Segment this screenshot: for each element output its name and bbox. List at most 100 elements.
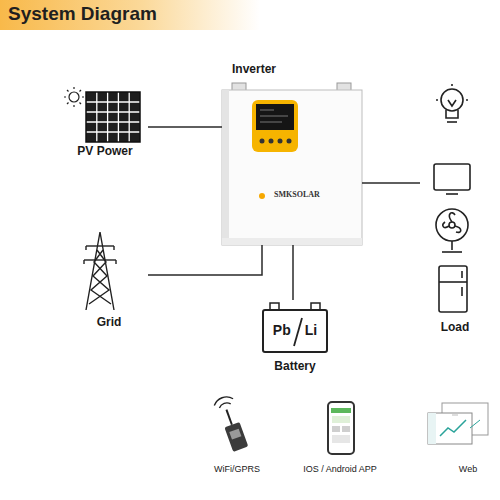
- node-label: PV Power: [77, 144, 132, 158]
- grid-tower-part: [84, 259, 116, 260]
- phone-app-part: [342, 426, 350, 432]
- load-icons: [434, 84, 470, 312]
- phone-app: [328, 402, 354, 454]
- battery-icon-part: [294, 318, 302, 346]
- load-icons-part: [447, 121, 457, 123]
- solar-panel-part-part: [86, 101, 140, 102]
- caption-label: Web: [459, 464, 477, 475]
- inverter-unit-part: [259, 193, 265, 199]
- title-band: [0, 0, 260, 30]
- connector-line: [148, 245, 262, 275]
- battery-node: PbLiBattery: [255, 300, 335, 378]
- solar-panel: [64, 87, 140, 142]
- solar-panel-part-part: [73, 105, 74, 107]
- battery-icon-part: [270, 303, 279, 310]
- solar-panel-part-part: [80, 103, 82, 105]
- inverter-unit-part: [260, 139, 265, 144]
- grid-tower-part: [86, 232, 114, 310]
- inverter-unit-part: [260, 110, 288, 122]
- load-icons-part: [442, 251, 462, 253]
- load-icons-part: [451, 241, 453, 250]
- connector-line: [362, 182, 420, 184]
- text-row: Grid: [70, 315, 148, 329]
- solar-panel-part-part: [82, 96, 84, 97]
- text-row: Load: [420, 320, 490, 334]
- wifi-module-part-part: [224, 422, 248, 452]
- web-screens-part: [470, 420, 480, 428]
- solar-panel-part-part: [69, 92, 79, 102]
- node-label: Inverter: [232, 62, 276, 76]
- node-label: Li: [305, 322, 317, 339]
- node-label: Battery: [274, 359, 315, 373]
- phone-app-part: [332, 435, 350, 443]
- grid-tower-part: [85, 246, 86, 250]
- inverter-unit-part-part: [260, 116, 288, 117]
- text-row: SMKSOLAR: [222, 190, 362, 200]
- text-row: PbLi: [255, 322, 335, 339]
- solar-panel-part-part: [67, 90, 69, 92]
- phone-app-part: [331, 408, 351, 413]
- solar-panel-part-part: [86, 131, 140, 132]
- battery-icon-part: [311, 303, 320, 310]
- label-holder: IOS / Android APP: [303, 464, 377, 475]
- inverter-unit-part: [252, 100, 298, 152]
- text-row: Inverter: [222, 62, 362, 76]
- load-icons-part: [439, 281, 467, 283]
- load-icons-part: [466, 99, 468, 101]
- grid-tower-part: [113, 246, 114, 250]
- phone-app-part: [332, 416, 350, 423]
- wifi-module-part-part: [229, 429, 241, 440]
- inverter-unit: [222, 83, 362, 245]
- label-holder: Web: [459, 464, 477, 475]
- text-row: Battery: [255, 359, 335, 373]
- load-icons-part: [439, 266, 467, 312]
- load-node: Load: [420, 80, 490, 342]
- load-icons-part: [434, 164, 470, 190]
- connector-line: [292, 245, 294, 300]
- connector-line: [148, 126, 222, 128]
- load-icons-part: [449, 222, 455, 228]
- solar-panel-part-part: [129, 92, 130, 142]
- load-icons-part: [446, 110, 458, 118]
- grid-tower-part: [86, 245, 114, 246]
- solar-panel-part-part: [86, 121, 140, 122]
- inverter-unit-part: [287, 139, 292, 144]
- solar-panel-part-part: [64, 96, 66, 97]
- grid-tower-part: [89, 250, 111, 304]
- solar-panel-part: [86, 92, 140, 142]
- load-icons-part: [441, 89, 463, 111]
- web-screens-part: [428, 413, 472, 444]
- load-icons-part: [446, 193, 458, 195]
- title-holder: System Diagram: [8, 3, 157, 26]
- caption-label: IOS / Android APP: [303, 464, 377, 475]
- solar-panel-part-part: [80, 90, 82, 92]
- load-icons-part: [461, 287, 463, 296]
- inverter-unit-part: [269, 139, 274, 144]
- node-label: Grid: [97, 315, 122, 329]
- inverter-unit-part: [256, 104, 294, 130]
- inverter-unit-part-part: [260, 110, 274, 111]
- inverter-unit-part: [222, 90, 362, 245]
- wifi-module: [213, 394, 251, 452]
- load-icons-part: [461, 271, 463, 278]
- inverter-node: InverterSMKSOLAR: [222, 60, 362, 245]
- solar-panel-part-part: [86, 111, 140, 112]
- grid-tower: [84, 232, 116, 310]
- inverter-unit-part: [222, 90, 229, 245]
- load-icons-part: [436, 99, 438, 101]
- solar-panel-part-part: [96, 92, 97, 142]
- inverter-unit-part: [278, 139, 283, 144]
- node-label: Load: [441, 320, 470, 334]
- grid-tower-part: [83, 260, 84, 264]
- grid-node: Grid: [70, 230, 148, 332]
- load-icons-part: [436, 209, 468, 241]
- web-screens: [428, 403, 488, 444]
- battery-icon: [263, 303, 327, 352]
- wifi-module-part-part: [213, 394, 235, 409]
- solar-panel-part: [64, 87, 84, 107]
- inverter-unit-part-part: [260, 122, 282, 123]
- load-icons-part: [443, 213, 461, 233]
- phone-app-part: [332, 426, 340, 432]
- web-screens-part: [428, 413, 436, 444]
